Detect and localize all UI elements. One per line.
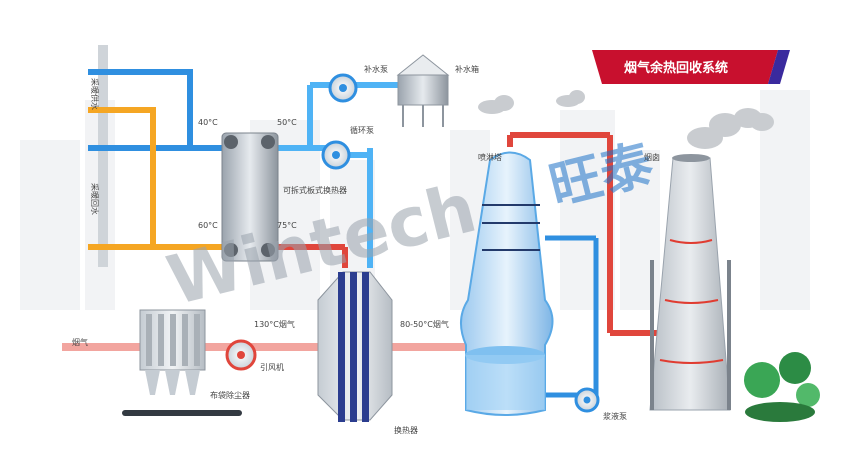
label-t40: 40°C bbox=[198, 118, 218, 127]
trees bbox=[744, 352, 820, 422]
title-banner: 烟气余热回收系统 bbox=[592, 50, 790, 84]
makeup-water-tank bbox=[396, 54, 450, 127]
label-t50: 50°C bbox=[277, 118, 297, 127]
label-flue-gas-in: 烟气 bbox=[72, 337, 88, 347]
induced-draft-fan bbox=[225, 339, 257, 371]
label-plate-hx: 可拆式板式换热器 bbox=[283, 185, 347, 195]
label-makeup-pump: 补水泵 bbox=[364, 64, 388, 74]
bag-filter bbox=[122, 309, 242, 416]
label-gas-80-50: 80-50°C烟气 bbox=[400, 319, 449, 329]
slurry-pump bbox=[574, 387, 600, 413]
circulation-pump bbox=[321, 140, 351, 170]
label-bag-filter: 布袋除尘器 bbox=[210, 390, 250, 400]
slurry-pipes bbox=[545, 235, 599, 398]
gas-heat-exchanger bbox=[317, 271, 393, 422]
label-chimney: 烟囱 bbox=[644, 152, 660, 162]
spray-tower bbox=[460, 151, 554, 416]
plate-heat-exchanger bbox=[221, 132, 279, 262]
diagram-title: 烟气余热回收系统 bbox=[624, 60, 728, 76]
label-gas-hx: 换热器 bbox=[394, 425, 418, 435]
label-induced-fan: 引风机 bbox=[260, 362, 284, 372]
makeup-pump bbox=[328, 73, 358, 103]
label-spray-tower: 喷淋塔 bbox=[478, 152, 502, 162]
labels: 采暖供水 采暖回水 烟气 补水泵 补水箱 循环泵 可拆式板式换热器 喷淋塔 烟囱… bbox=[72, 64, 660, 435]
label-makeup-tank: 补水箱 bbox=[455, 64, 479, 74]
cloud bbox=[478, 90, 585, 114]
label-hot-water-return: 采暖回水 bbox=[90, 183, 100, 215]
heating-pipes bbox=[88, 45, 225, 267]
label-t75: 75°C bbox=[277, 221, 297, 230]
label-gas-130: 130°C烟气 bbox=[254, 319, 295, 329]
chimney bbox=[649, 108, 774, 411]
label-circ-pump: 循环泵 bbox=[350, 125, 374, 135]
flue-gas-pipes bbox=[62, 132, 660, 351]
label-slurry-pump: 浆液泵 bbox=[603, 411, 627, 421]
label-hot-water-supply: 采暖供水 bbox=[90, 78, 100, 110]
label-t60: 60°C bbox=[198, 221, 218, 230]
